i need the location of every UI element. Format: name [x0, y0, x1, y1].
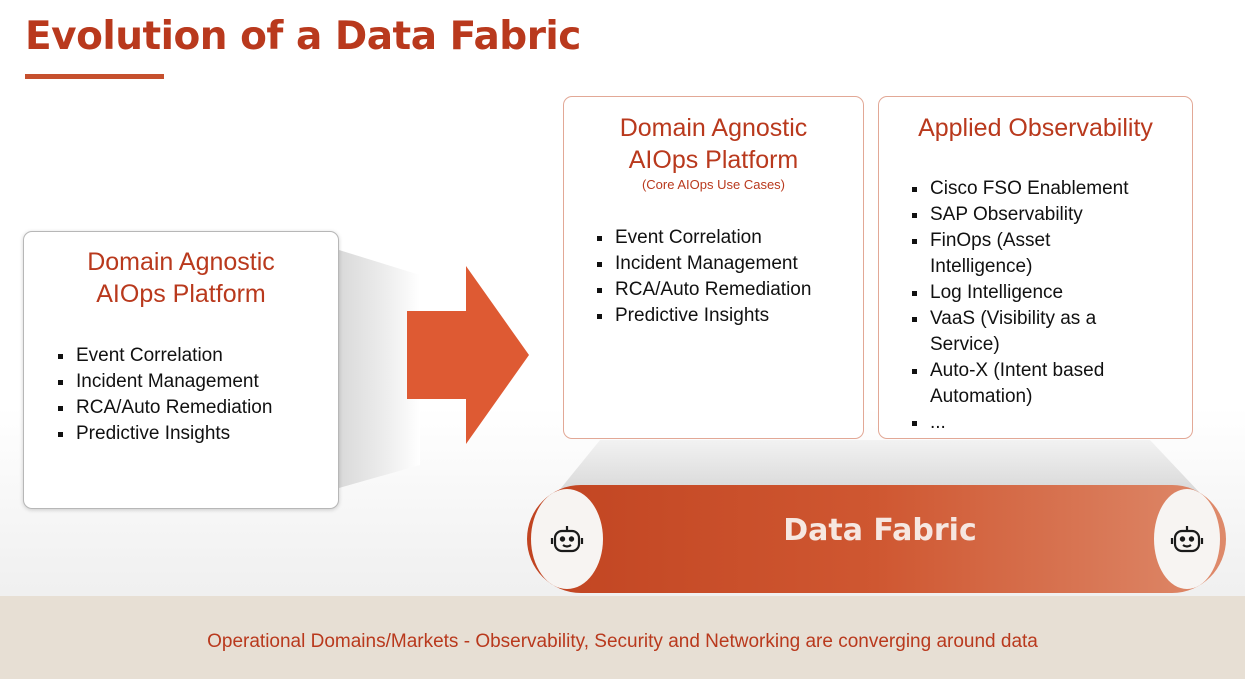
list-item: Incident Management — [595, 251, 811, 277]
list-item: ... — [910, 410, 1129, 436]
core-use-case-list: Event Correlation Incident Management RC… — [595, 225, 811, 329]
list-item: RCA/Auto Remediation — [56, 395, 272, 421]
data-fabric-bar — [527, 485, 1226, 593]
list-item: RCA/Auto Remediation — [595, 277, 811, 303]
core-aiops-card: Domain Agnostic AIOps Platform (Core AIO… — [563, 96, 864, 439]
list-item-continuation: Automation) — [930, 386, 1033, 407]
list-item: SAP Observability — [910, 202, 1129, 228]
card-title-line2: AIOps Platform — [628, 146, 799, 174]
card-title-line1: Domain Agnostic — [619, 114, 808, 142]
card-title: Applied Observability — [918, 114, 1153, 142]
transition-funnel — [339, 250, 420, 488]
list-item: VaaS (Visibility as a — [910, 306, 1129, 332]
applied-observability-card: Applied Observability Cisco FSO Enableme… — [878, 96, 1193, 439]
list-item: Event Correlation — [56, 343, 272, 369]
bottom-band — [0, 596, 1245, 679]
list-item: Incident Management — [56, 369, 272, 395]
list-item: Cisco FSO Enablement — [910, 176, 1129, 202]
transition-arrow — [407, 266, 529, 444]
right-robot-disc — [1154, 489, 1220, 589]
card-title-line1: Domain Agnostic — [87, 248, 275, 276]
list-item-continuation: Service) — [930, 334, 1000, 355]
legacy-aiops-card: Domain Agnostic AIOps Platform Event Cor… — [23, 231, 339, 509]
data-fabric-label: Data Fabric — [783, 513, 977, 548]
robot-icon — [550, 526, 584, 553]
legacy-use-case-list: Event Correlation Incident Management RC… — [56, 343, 272, 447]
list-item: Auto-X (Intent based — [910, 358, 1129, 384]
left-robot-disc — [531, 489, 603, 589]
list-item: Predictive Insights — [56, 421, 272, 447]
card-title-line2: AIOps Platform — [96, 280, 266, 308]
list-item: Event Correlation — [595, 225, 811, 251]
list-item: Predictive Insights — [595, 303, 811, 329]
robot-icon — [1170, 526, 1204, 553]
title-underline — [25, 74, 164, 79]
fabric-tray — [557, 440, 1200, 493]
slide-title: Evolution of a Data Fabric — [25, 14, 581, 59]
card-subtitle: (Core AIOps Use Cases) — [641, 177, 786, 192]
footer-caption: Operational Domains/Markets - Observabil… — [207, 631, 1038, 652]
observability-list: Cisco FSO Enablement SAP Observability F… — [910, 176, 1129, 436]
list-item: Log Intelligence — [910, 280, 1129, 306]
list-item: FinOps (Asset — [910, 228, 1129, 254]
list-item-continuation: Intelligence) — [930, 256, 1033, 277]
